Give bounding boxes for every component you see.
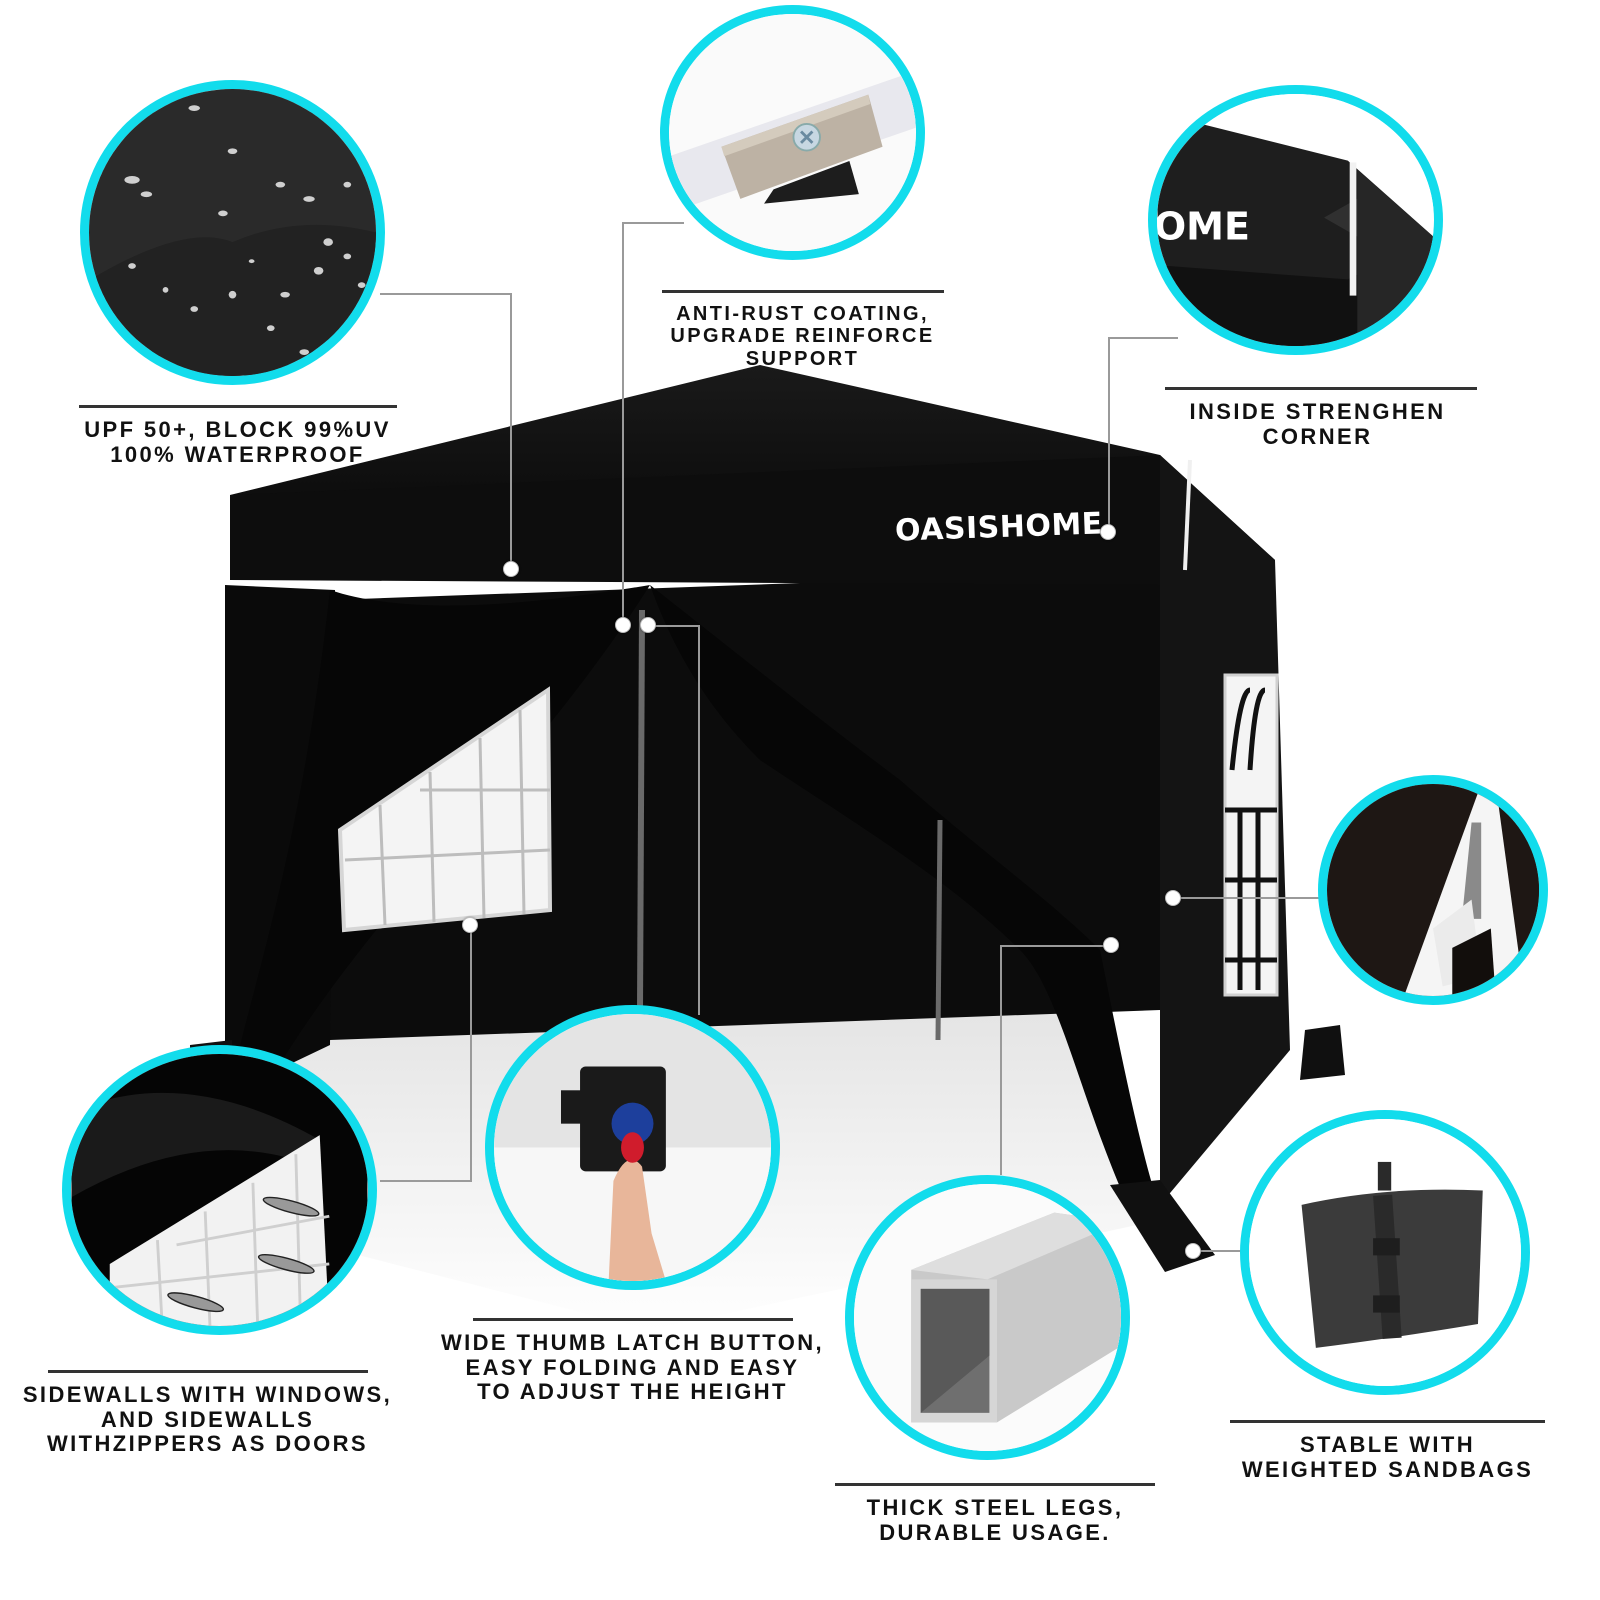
caption-waterproof: UPF 50+, BLOCK 99%UV 100% WATERPROOF [60,405,415,467]
feature-bubble-latch [485,1005,780,1290]
leader-line [1172,897,1322,899]
caption-rule [47,1370,368,1373]
leader-line [1000,945,1002,1175]
caption-latch: WIDE THUMB LATCH BUTTON, EASY FOLDING AN… [415,1318,850,1405]
caption-line: STABLE WITH [1299,1432,1476,1457]
caption-line: SUPPORT [745,347,860,370]
leader-line [380,293,510,295]
caption-line: ANTI-RUST COATING, [676,303,929,325]
callout-dot [615,617,631,633]
leader-line [622,222,684,224]
metal-bracket-screw-icon [669,14,916,251]
leader-line [622,222,624,622]
square-steel-tube-icon [854,1184,1121,1451]
caption-line: TO ADJUST THE HEIGHT [477,1379,788,1405]
thumb-latch-button-icon [494,1014,771,1281]
callout-dot [1103,937,1119,953]
leader-line [1200,1250,1250,1252]
callout-dot [640,617,656,633]
caption-rule [661,290,944,293]
callout-dot [1185,1243,1201,1259]
caption-sidewalls: SIDEWALLS WITH WINDOWS, AND SIDEWALLS WI… [0,1370,415,1457]
caption-line: UPGRADE REINFORCE [670,325,935,348]
callout-dot [1100,524,1116,540]
caption-line: WIDE THUMB LATCH BUTTON, [440,1330,825,1355]
leader-line [380,1180,472,1182]
brand-label: OASISHOME [894,506,1104,549]
caption-line: WEIGHTED SANDBAGS [1241,1456,1534,1482]
caption-line: INSIDE STRENGHEN [1189,399,1446,424]
sandbag-icon [1249,1119,1521,1386]
caption-line: EASY FOLDING AND EASY [465,1354,800,1380]
caption-line: 100% WATERPROOF [110,441,365,467]
feature-bubble-sandbags [1240,1110,1530,1395]
caption-rule [835,1483,1155,1486]
caption-rule [1230,1420,1545,1423]
leader-line [470,922,472,1182]
callout-dot [462,917,478,933]
feature-bubble-legs [845,1175,1130,1460]
caption-rule [1165,387,1477,390]
caption-corner: INSIDE STRENGHEN CORNER [1165,387,1477,449]
callout-dot [503,561,519,577]
leader-line [1108,337,1110,527]
feature-bubble-anti-rust [660,5,925,260]
feature-bubble-zipper [1318,775,1548,1005]
leader-line [648,625,700,627]
zipper-door-icon [1327,784,1539,996]
caption-line: UPF 50+, BLOCK 99%UV [84,417,391,442]
leader-line [1108,337,1178,339]
caption-sandbags: STABLE WITH WEIGHTED SANDBAGS [1225,1420,1550,1482]
caption-line: SIDEWALLS WITH WINDOWS, [22,1382,393,1407]
feature-bubble-corner: OME [1148,85,1443,355]
caption-rule [78,405,397,408]
caption-line: DURABLE USAGE. [879,1519,1111,1545]
caption-line: WITHZIPPERS AS DOORS [47,1431,368,1457]
feature-bubble-waterproof [80,80,385,385]
leader-line [1000,945,1105,947]
leader-line [698,625,700,1015]
feature-bubble-sidewalls [62,1045,377,1335]
canopy-corner-icon: OME [1157,94,1434,346]
caption-rule [472,1318,793,1321]
corner-brand-fragment: OME [1157,204,1250,248]
caption-line: AND SIDEWALLS [100,1406,315,1432]
leader-line [510,293,512,568]
water-droplets-fabric-icon [89,89,376,376]
callout-dot [1165,890,1181,906]
caption-line: THICK STEEL LEGS, [866,1495,1124,1520]
caption-line: CORNER [1262,423,1373,449]
caption-legs: THICK STEEL LEGS, DURABLE USAGE. [830,1483,1160,1545]
window-mosquito-icon [71,1054,368,1326]
caption-anti-rust: ANTI-RUST COATING, UPGRADE REINFORCE SUP… [640,290,965,370]
